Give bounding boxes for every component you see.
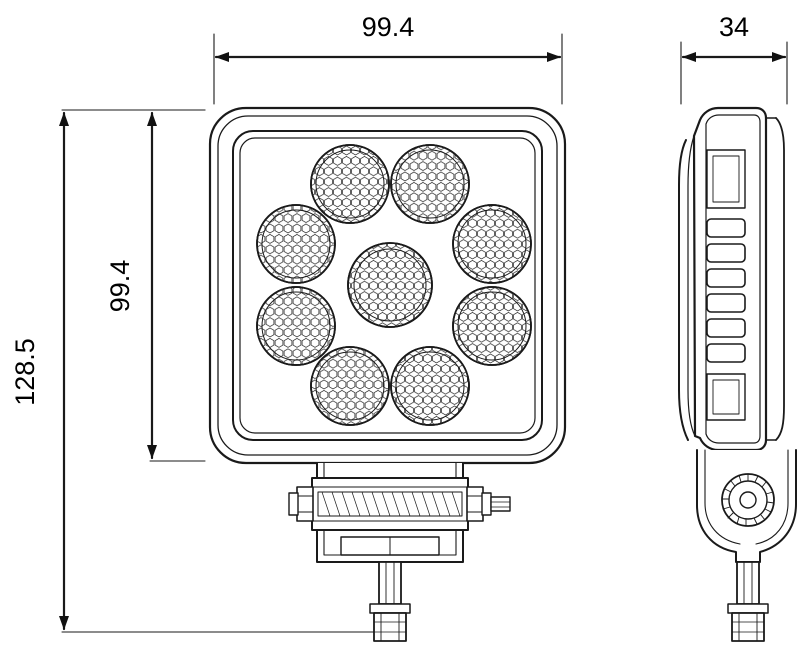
led-array bbox=[256, 144, 532, 426]
led bbox=[452, 286, 532, 366]
width-dimension-label: 99.4 bbox=[362, 12, 415, 42]
led bbox=[256, 286, 336, 366]
height-dimension-label: 99.4 bbox=[105, 260, 135, 313]
side-view bbox=[678, 106, 797, 642]
left-fastener bbox=[288, 486, 314, 522]
side-lens-profile bbox=[678, 139, 689, 441]
overall-height-dimension-label: 128.5 bbox=[10, 338, 40, 406]
led bbox=[310, 144, 390, 224]
led bbox=[347, 242, 433, 328]
side-mounting-bracket bbox=[696, 449, 797, 563]
side-mounting-stud bbox=[727, 561, 769, 642]
led bbox=[256, 204, 336, 284]
heatsink-fins bbox=[706, 218, 746, 363]
clamp-body bbox=[311, 477, 469, 531]
pivot-knob bbox=[721, 473, 775, 527]
led bbox=[310, 346, 390, 426]
led bbox=[390, 346, 470, 426]
led bbox=[390, 144, 470, 224]
extension-lines bbox=[61, 33, 563, 633]
depth-dimension-label: 34 bbox=[719, 12, 749, 42]
right-fastener bbox=[466, 486, 511, 522]
front-housing-inner-outline bbox=[217, 115, 558, 456]
depth-dimension bbox=[680, 41, 788, 105]
front-view bbox=[208, 106, 567, 642]
front-mounting-bracket bbox=[288, 462, 511, 563]
lens-frame-inner bbox=[239, 137, 536, 434]
front-mounting-stud bbox=[369, 561, 411, 642]
led bbox=[452, 204, 532, 284]
